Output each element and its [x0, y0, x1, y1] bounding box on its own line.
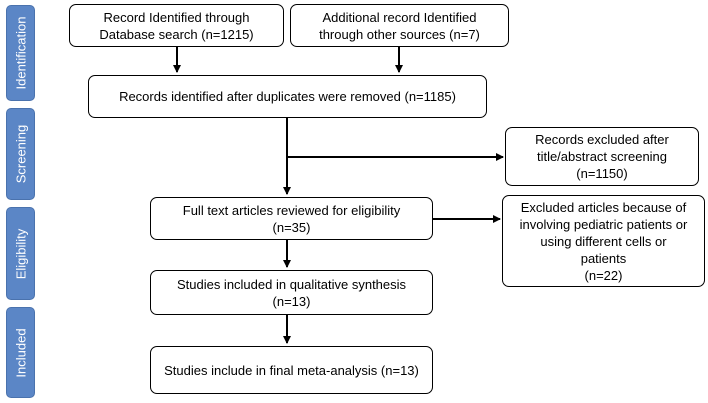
phase-identification: Identification	[6, 5, 35, 101]
box-database-search: Record Identified through Database searc…	[69, 4, 284, 47]
box-excluded-screening: Records excluded after title/abstract sc…	[505, 127, 699, 186]
box-qualitative-synthesis: Studies included in qualitative synthesi…	[150, 270, 433, 315]
box-full-text: Full text articles reviewed for eligibil…	[150, 197, 433, 240]
phase-eligibility: Eligibility	[6, 207, 35, 300]
phase-included: Included	[6, 307, 35, 398]
box-excluded-articles: Excluded articles because of involving p…	[502, 195, 705, 287]
box-other-sources: Additional record Identified through oth…	[290, 4, 509, 47]
box-meta-analysis: Studies include in final meta-analysis (…	[150, 346, 433, 394]
phase-screening: Screening	[6, 108, 35, 200]
box-after-duplicates: Records identified after duplicates were…	[88, 75, 487, 118]
